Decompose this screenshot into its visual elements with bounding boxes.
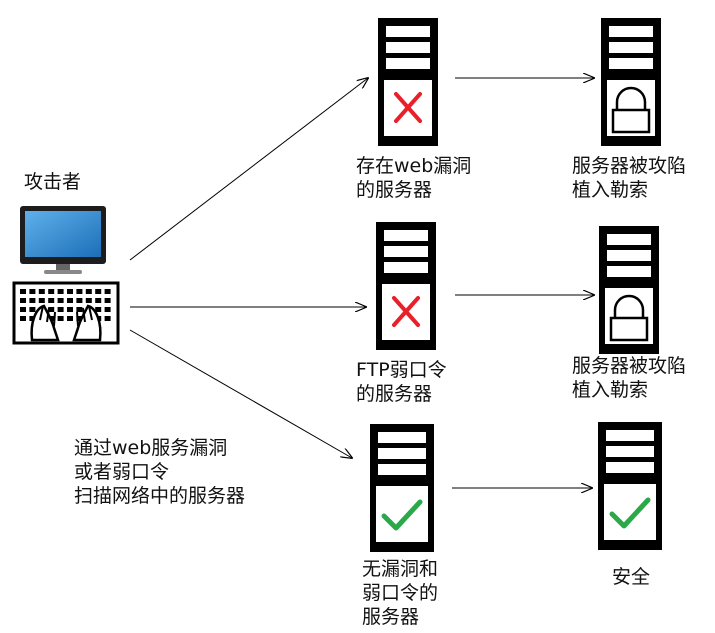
attacker-label: 攻击者 (24, 171, 82, 193)
server-label-line: 无漏洞和 (362, 558, 439, 580)
scan-method-line: 通过web服务漏洞 (74, 437, 228, 459)
keyboard-key (29, 289, 36, 294)
keyboard-key (67, 316, 73, 321)
server-label-line: 存在web漏洞 (356, 155, 472, 177)
keyboard-key (57, 289, 64, 294)
keyboard-key (104, 289, 111, 294)
server-icon (370, 424, 434, 552)
computer-monitor-icon (20, 206, 106, 274)
outcome-2-label: 服务器被攻陷 植入勒索 (572, 354, 686, 402)
outcome-label-line: 植入勒索 (572, 179, 649, 201)
server-label-line: 弱口令的 (362, 582, 439, 604)
keyboard-key (85, 289, 92, 294)
server-3-label: 无漏洞和 弱口令的 服务器 (362, 557, 438, 629)
keyboard-key (20, 307, 26, 312)
server-icon (598, 422, 662, 550)
outcome-label-line: 安全 (612, 566, 651, 588)
server-icon (376, 222, 436, 350)
outcome-label-line: 植入勒索 (572, 379, 649, 401)
keyboard-key (104, 307, 111, 312)
outcome-label-line: 服务器被攻陷 (572, 155, 687, 177)
check-icon (609, 497, 651, 529)
keyboard-key (95, 289, 102, 294)
cross-icon (392, 296, 420, 327)
scan-method-line: 或者弱口令 (74, 461, 170, 483)
server-1-label: 存在web漏洞 的服务器 (356, 154, 471, 202)
keyboard-key (95, 298, 102, 303)
outcome-3-label: 安全 (612, 565, 650, 589)
outcome-1-label: 服务器被攻陷 植入勒索 (572, 154, 686, 202)
arrows (129, 78, 594, 488)
keyboard-key (20, 316, 26, 321)
scan-method-label: 通过web服务漏洞 或者弱口令 扫描网络中的服务器 (74, 436, 245, 508)
keyboard-key (57, 316, 64, 321)
keyboard-key (38, 289, 45, 294)
keyboard-key (57, 307, 64, 312)
server-label-line: 的服务器 (356, 179, 433, 201)
keyboard-key (76, 307, 83, 312)
keyboard-key (29, 316, 36, 321)
keyboard-key (57, 298, 64, 303)
keyboard-key (48, 298, 55, 303)
server-2-label: FTP弱口令 的服务器 (356, 358, 447, 406)
keyboard-key (29, 307, 36, 312)
arrow-attacker-to-server-1 (129, 78, 368, 261)
cross-icon (394, 92, 422, 123)
keyboard-key (20, 289, 26, 294)
keyboard-key (85, 298, 92, 303)
keyboard-key (76, 316, 83, 321)
keyboard-key (104, 316, 111, 321)
server-label-line: 的服务器 (356, 383, 433, 405)
check-icon (381, 499, 423, 531)
keyboard-key (29, 298, 36, 303)
keyboard-key (48, 289, 55, 294)
keyboard-key (104, 298, 111, 303)
server-label-line: FTP弱口令 (356, 359, 447, 381)
keyboard-key (76, 289, 83, 294)
padlock-icon (609, 294, 649, 342)
keyboard-key (67, 298, 73, 303)
keyboard-key (76, 298, 83, 303)
keyboard-hands-icon (12, 281, 120, 345)
keyboard-key (95, 307, 102, 312)
outcome-label-line: 服务器被攻陷 (572, 355, 687, 377)
server-icon (378, 18, 438, 146)
server-label-line: 服务器 (362, 606, 420, 628)
keyboard-key (67, 307, 73, 312)
arrow-attacker-to-server-3 (129, 329, 352, 458)
server-icon (599, 226, 659, 354)
padlock-icon (611, 86, 651, 134)
keyboard-key (48, 307, 55, 312)
keyboard-key (20, 298, 26, 303)
server-icon (601, 18, 661, 146)
scan-method-line: 扫描网络中的服务器 (74, 485, 246, 507)
keyboard-key (38, 298, 45, 303)
keyboard-key (67, 289, 73, 294)
